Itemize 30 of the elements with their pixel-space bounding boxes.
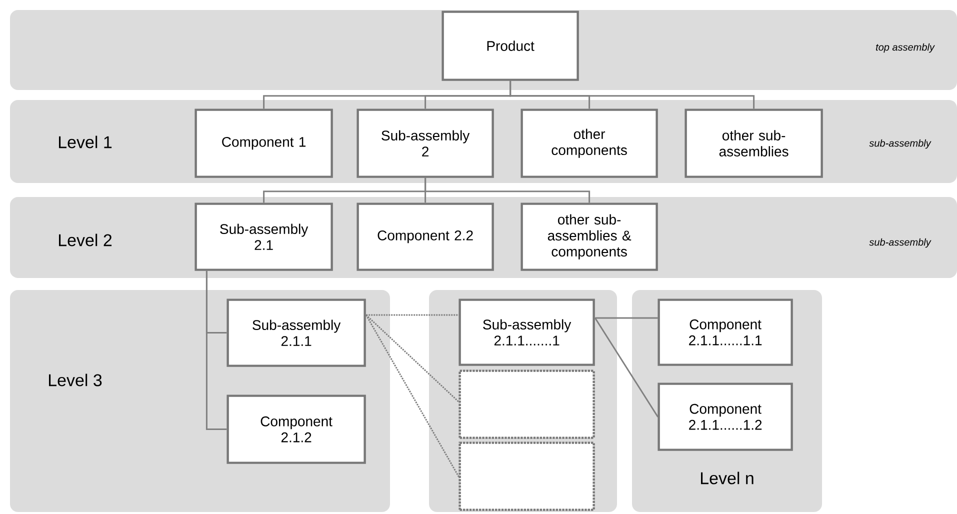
connector-line	[366, 314, 459, 316]
connector-line	[595, 317, 658, 319]
level-label: Level 1	[59, 136, 112, 148]
level-label: Level 2	[59, 234, 112, 246]
part-box: Sub-assembly 2.1	[194, 202, 333, 271]
part-box: Sub-assembly 2.1.1	[226, 298, 366, 367]
part-box: Component 2.1.2	[226, 394, 366, 464]
part-box: Sub-assembly 2.1.1.......1	[458, 298, 595, 366]
level-label: Level 3	[49, 374, 102, 386]
empty-box	[458, 442, 595, 511]
connector-line	[206, 270, 227, 430]
part-box: Component 1	[194, 108, 333, 178]
assembly-type-label: sub-assembly	[869, 238, 932, 248]
assembly-type-label: top assembly	[876, 43, 935, 53]
connector-line	[594, 318, 659, 418]
part-box: Component 2.1.1......1.2	[658, 382, 793, 451]
empty-box	[458, 370, 595, 439]
level-label: Level n	[701, 472, 754, 484]
connector-line	[365, 314, 460, 478]
assembly-type-label: sub-assembly	[869, 139, 932, 149]
connector-line	[424, 178, 590, 203]
connector-line	[366, 314, 460, 403]
part-box: Product	[442, 10, 579, 81]
connector-line	[510, 80, 755, 109]
part-box: other sub-assemblies	[684, 108, 823, 178]
part-box: Component 2.2	[356, 202, 494, 271]
part-box: Sub-assembly 2	[356, 108, 494, 178]
part-box: other components	[520, 108, 658, 178]
part-box: Component 2.1.1......1.1	[658, 298, 793, 366]
part-box: other sub-assemblies & components	[520, 202, 658, 271]
